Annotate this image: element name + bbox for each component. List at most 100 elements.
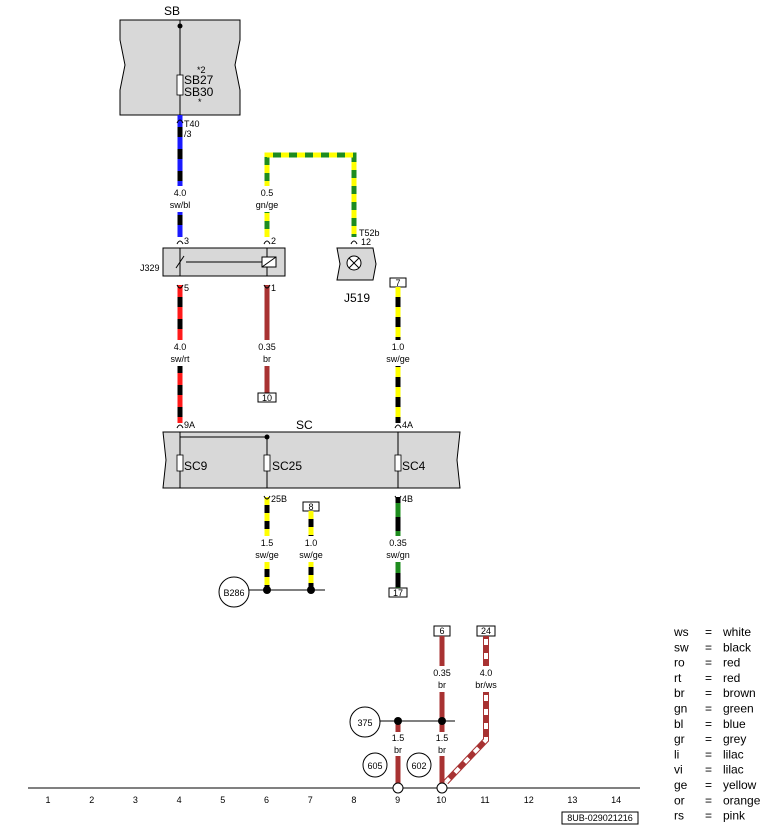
node-602-label: 602 (411, 761, 426, 771)
wire-size-label: 1.5 (392, 733, 405, 743)
pin-label: 25B (271, 494, 287, 504)
legend-code: ge (674, 778, 688, 792)
legend-code: rs (674, 809, 684, 823)
node-605-circle (362, 752, 388, 778)
legend-eq: = (705, 625, 712, 639)
wire-size-label: 1.5 (261, 538, 274, 548)
legend-code: or (674, 793, 685, 807)
j519-component (336, 247, 377, 281)
track-number: 3 (133, 795, 138, 805)
component-j329-label: J329 (140, 263, 160, 273)
diagram-code: 8UB-029021216 (567, 813, 633, 823)
legend-code: sw (674, 640, 689, 654)
node-375-label: 375 (357, 718, 372, 728)
legend-eq: = (705, 732, 712, 746)
legend-code: li (674, 747, 679, 761)
pin-markers (176, 119, 402, 500)
wire-size-label: 1.5 (436, 733, 449, 743)
legend-eq: = (705, 686, 712, 700)
legend-name: red (723, 656, 740, 670)
wire-color-label: sw/ge (386, 354, 410, 364)
wire-label-bg (255, 186, 281, 212)
legend-eq: = (705, 656, 712, 670)
fuse-sb27-superscript: *2 (197, 65, 206, 75)
wire-size-label: 0.35 (389, 538, 407, 548)
track-number: 10 (436, 795, 446, 805)
legend-eq: = (705, 702, 712, 716)
wire-label-bg (385, 340, 411, 366)
wire-br-ws (443, 636, 489, 785)
wire-label-bg (168, 186, 192, 212)
wire-size-label: 0.35 (258, 342, 276, 352)
legend-code: gn (674, 702, 687, 716)
track-number: 4 (177, 795, 182, 805)
reference-number: 8 (308, 502, 313, 512)
fuse-sb30-label: SB30 (184, 85, 214, 99)
fuse-sc25-label: SC25 (272, 459, 302, 473)
wire-color-label: br (394, 745, 402, 755)
wire-size-label: 4.0 (480, 668, 493, 678)
ground-point-icon (436, 782, 448, 794)
legend-code: rt (674, 671, 682, 685)
wire-color-label: br (438, 680, 446, 690)
legend-name: lilac (723, 747, 744, 761)
legend-name: grey (723, 732, 746, 746)
node-b286-label: B286 (223, 588, 244, 598)
track-number: 8 (351, 795, 356, 805)
legend-name: green (723, 702, 754, 716)
wire-color-label: gn/ge (256, 200, 279, 210)
wire-size-label: 1.0 (305, 538, 318, 548)
sb-fuse (176, 20, 184, 115)
wire-color-label: br (263, 354, 271, 364)
ground-point-icon (392, 782, 404, 794)
wire-color-label: sw/bl (170, 200, 191, 210)
legend-name: black (723, 640, 752, 654)
legend-name: yellow (723, 778, 757, 792)
wire-label-bg (298, 536, 324, 562)
reference-number: 10 (262, 393, 272, 403)
wire-size-label: 4.0 (174, 188, 187, 198)
legend-eq: = (705, 793, 712, 807)
track-number: 5 (220, 795, 225, 805)
wire-size-label: 0.5 (261, 188, 274, 198)
track-number: 14 (611, 795, 621, 805)
pin-label: 3 (184, 236, 189, 246)
legend-name: lilac (723, 763, 744, 777)
pin-arrow-icon (350, 240, 358, 245)
wire-color-label: sw/ge (255, 550, 279, 560)
legend-name: pink (723, 809, 746, 823)
legend-name: blue (723, 717, 746, 731)
legend-eq: = (705, 671, 712, 685)
legend-name: white (722, 625, 751, 639)
node-605-label: 605 (367, 761, 382, 771)
track-number: 9 (395, 795, 400, 805)
legend-eq: = (705, 747, 712, 761)
wire-color-label: br (438, 745, 446, 755)
reference-number: 17 (393, 588, 403, 598)
fuse-sc9-label: SC9 (184, 459, 208, 473)
wire-label-bg (254, 340, 280, 366)
fuse-sc4-label: SC4 (402, 459, 426, 473)
pin-label: 4A (402, 420, 413, 430)
pin-label: 5 (184, 283, 189, 293)
wire-size-label: 1.0 (392, 342, 405, 352)
legend-code: vi (674, 763, 683, 777)
pin-label: 4B (402, 494, 413, 504)
legend-code: gr (674, 732, 685, 746)
connector-t40-label: T40 (184, 119, 200, 129)
legend-eq: = (705, 717, 712, 731)
connector-t52b-pin: 12 (361, 237, 371, 247)
diagram-code-box (561, 811, 639, 825)
node-602-circle (406, 752, 432, 778)
legend-eq: = (705, 809, 712, 823)
legend-name: orange (723, 793, 761, 807)
component-j519-label: J519 (344, 291, 370, 305)
reference-number: 24 (481, 626, 491, 636)
wire-label-bg (385, 536, 411, 562)
fuse-sb27-label: SB27 (184, 73, 214, 87)
b286-connection (218, 576, 325, 608)
connector-t40-pin: /3 (184, 129, 192, 139)
sc-title: SC (296, 418, 313, 432)
legend-code: br (674, 686, 685, 700)
